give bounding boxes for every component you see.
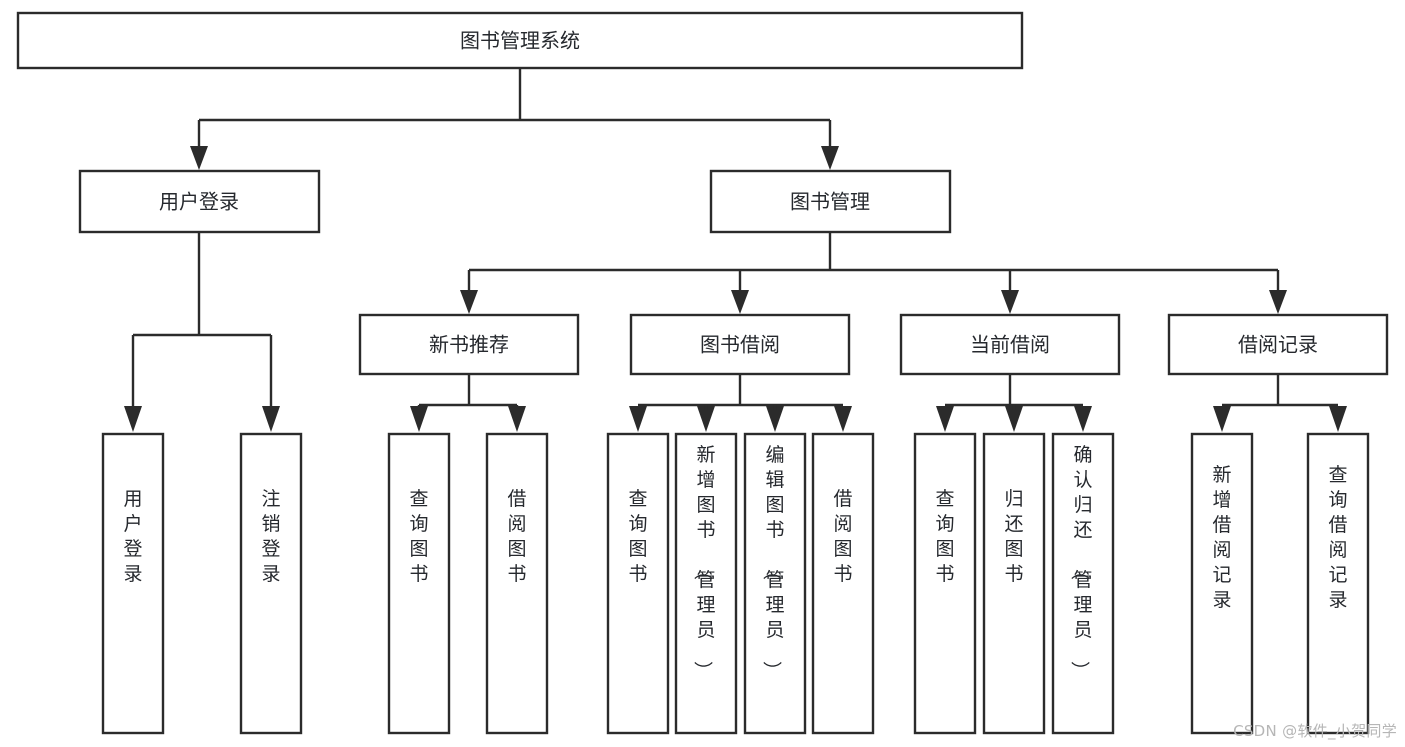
node-user-login-label: 用户登录 [159, 190, 239, 214]
node-leaf-return-book[interactable]: 归还图书 [982, 432, 1046, 735]
node-current-borrow[interactable]: 当前借阅 [899, 313, 1121, 376]
node-book-borrow[interactable]: 图书借阅 [629, 313, 851, 376]
node-user-login[interactable]: 用户登录 [78, 169, 321, 234]
node-leaf-query-book-2[interactable]: 查询图书 [606, 432, 670, 735]
node-leaf-query-book-3[interactable]: 查询图书 [913, 432, 977, 735]
node-leaf-logout[interactable]: 注销登录 [239, 432, 303, 735]
arrow-head-leaf-return-book [1005, 406, 1023, 432]
node-leaf-return-book-label: 归还图书 [1004, 488, 1023, 585]
node-leaf-query-record-box[interactable] [1306, 432, 1370, 735]
node-leaf-borrow-book-2-box[interactable] [811, 432, 875, 735]
arrow-head-leaf-borrow-book-1 [508, 406, 526, 432]
node-leaf-query-book-2-label: 查询图书 [628, 488, 647, 585]
csdn-watermark: CSDN @软件_小贺同学 [1233, 722, 1397, 740]
arrow-head-leaf-query-book-2 [629, 406, 647, 432]
node-leaf-borrow-book-2-label: 借阅图书 [833, 488, 852, 585]
node-leaf-edit-book-box[interactable] [743, 432, 807, 735]
arrow-head-leaf-borrow-book-2 [834, 406, 852, 432]
node-leaf-user-login-label: 用户登录 [123, 488, 142, 585]
node-leaf-query-book-3-box[interactable] [913, 432, 977, 735]
node-book-manage-box[interactable] [709, 169, 952, 234]
node-borrow-record[interactable]: 借阅记录 [1167, 313, 1389, 376]
node-leaf-edit-book-label: 编辑图书（管理员） [760, 444, 784, 680]
connector-group-current-borrow [936, 374, 1092, 432]
arrow-head-borrow-record [1269, 290, 1287, 314]
arrow-head-current-borrow [1001, 290, 1019, 314]
node-leaf-query-record[interactable]: 查询借阅记录 [1306, 432, 1370, 735]
node-leaf-borrow-book-1[interactable]: 借阅图书 [485, 432, 549, 735]
connector-group-book-borrow [629, 374, 852, 432]
node-root-label: 图书管理系统 [460, 29, 580, 53]
arrow-head-leaf-query-book-3 [936, 406, 954, 432]
node-leaf-add-record-label: 新增借阅记录 [1212, 464, 1231, 611]
node-leaf-query-record-label: 查询借阅记录 [1328, 464, 1347, 611]
arrow-head-leaf-user-login [124, 406, 142, 432]
connector-group-book-manage [460, 232, 1287, 314]
arrow-head-leaf-confirm-return [1074, 406, 1092, 432]
arrow-head-new-book-rec [460, 290, 478, 314]
node-leaf-confirm-return[interactable]: 确认归还（管理员） [1051, 432, 1115, 735]
connector-group-root [190, 68, 839, 170]
node-leaf-query-book-1[interactable]: 查询图书 [387, 432, 451, 735]
node-leaf-borrow-book-1-label: 借阅图书 [507, 488, 526, 585]
node-leaf-add-book-box[interactable] [674, 432, 738, 735]
node-book-borrow-box[interactable] [629, 313, 851, 376]
connector-group-new-book-rec [410, 374, 526, 432]
node-leaf-query-book-1-box[interactable] [387, 432, 451, 735]
node-leaf-return-book-box[interactable] [982, 432, 1046, 735]
node-leaf-user-login[interactable]: 用户登录 [101, 432, 165, 735]
arrow-head-user-login [190, 146, 208, 170]
node-leaf-user-login-box[interactable] [101, 432, 165, 735]
node-leaf-query-book-3-label: 查询图书 [935, 488, 954, 585]
node-book-manage[interactable]: 图书管理 [709, 169, 952, 234]
arrow-head-leaf-query-book-1 [410, 406, 428, 432]
node-leaf-add-book-label: 新增图书（管理员） [691, 444, 715, 680]
node-leaf-borrow-book-2[interactable]: 借阅图书 [811, 432, 875, 735]
node-leaf-edit-book[interactable]: 编辑图书（管理员） [743, 432, 807, 735]
node-leaf-add-book[interactable]: 新增图书（管理员） [674, 432, 738, 735]
node-leaf-confirm-return-label: 确认归还（管理员） [1068, 444, 1092, 680]
node-root-box[interactable] [16, 11, 1024, 70]
node-book-borrow-label: 图书借阅 [700, 333, 780, 357]
node-leaf-query-book-1-label: 查询图书 [409, 488, 428, 585]
node-leaf-add-record[interactable]: 新增借阅记录 [1190, 432, 1254, 735]
arrow-head-leaf-logout [262, 406, 280, 432]
node-root[interactable]: 图书管理系统 [16, 11, 1024, 70]
arrow-head-book-manage [821, 146, 839, 170]
node-user-login-box[interactable] [78, 169, 321, 234]
arrow-head-leaf-edit-book [766, 406, 784, 432]
node-leaf-add-record-box[interactable] [1190, 432, 1254, 735]
node-borrow-record-box[interactable] [1167, 313, 1389, 376]
node-new-book-rec-box[interactable] [358, 313, 580, 376]
arrow-head-leaf-add-record [1213, 406, 1231, 432]
node-leaf-borrow-book-1-box[interactable] [485, 432, 549, 735]
node-new-book-rec-label: 新书推荐 [429, 333, 509, 357]
node-leaf-query-book-2-box[interactable] [606, 432, 670, 735]
node-book-manage-label: 图书管理 [790, 190, 870, 214]
node-borrow-record-label: 借阅记录 [1238, 333, 1318, 357]
node-leaf-logout-label: 注销登录 [261, 488, 280, 585]
connector-group-user-login [124, 232, 280, 432]
node-leaf-logout-box[interactable] [239, 432, 303, 735]
node-new-book-rec[interactable]: 新书推荐 [358, 313, 580, 376]
arrow-head-leaf-add-book [697, 406, 715, 432]
connector-group-borrow-record [1213, 374, 1347, 432]
node-current-borrow-label: 当前借阅 [970, 333, 1050, 357]
arrow-head-leaf-query-record [1329, 406, 1347, 432]
node-leaf-confirm-return-box[interactable] [1051, 432, 1115, 735]
node-current-borrow-box[interactable] [899, 313, 1121, 376]
arrow-head-book-borrow [731, 290, 749, 314]
